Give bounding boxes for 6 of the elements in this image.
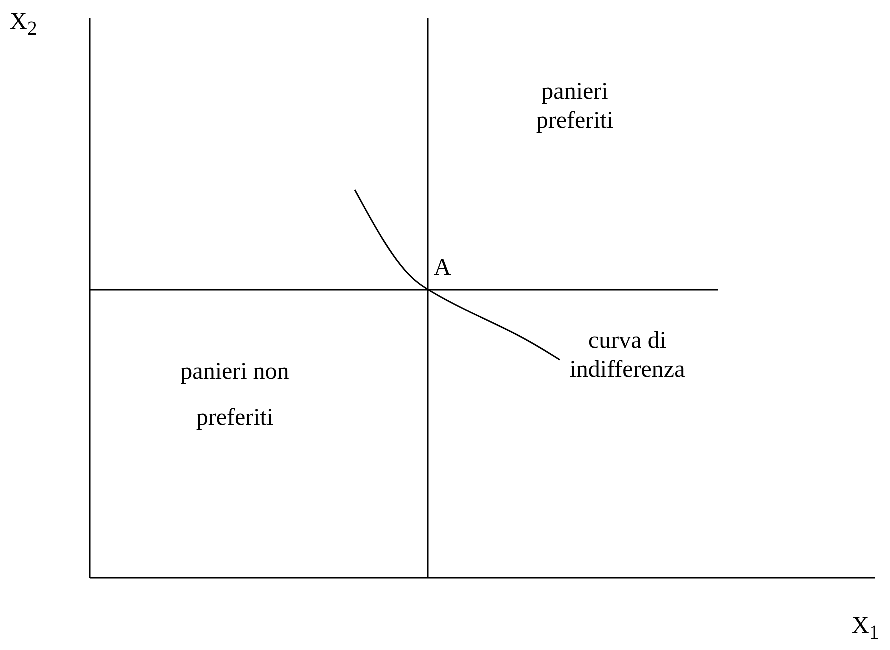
region-label: panieri preferiti bbox=[535, 78, 615, 136]
axis-label: X$_{1}$ bbox=[852, 612, 880, 645]
point-label: A bbox=[434, 254, 452, 283]
curve-label: curva di indifferenza bbox=[568, 327, 686, 385]
axis-label: X$_{2}$ bbox=[10, 8, 38, 41]
region-label: panieri non preferiti bbox=[180, 358, 290, 433]
